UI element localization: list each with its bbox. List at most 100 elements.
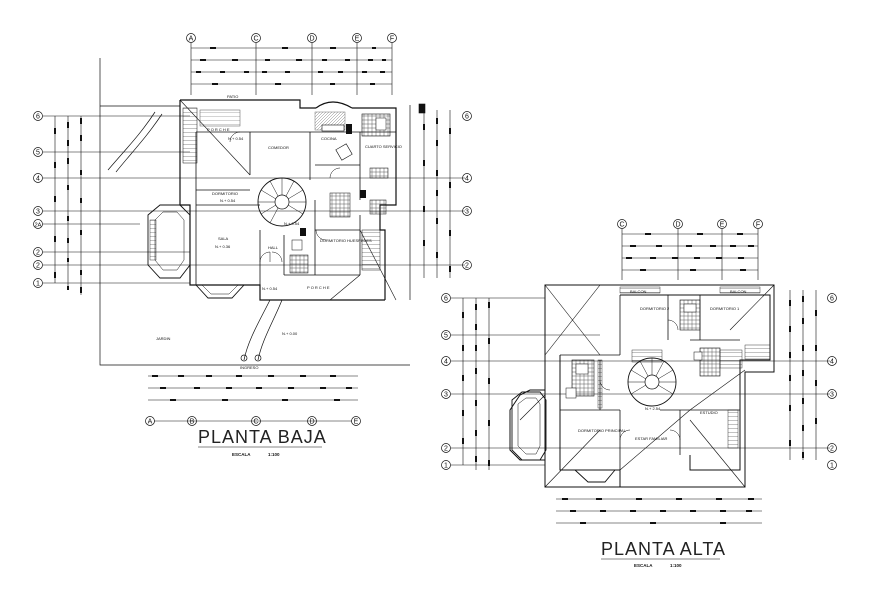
axis-bubble-upper-right-3: 3 bbox=[827, 389, 837, 399]
level-n6: N.+ 0.00 bbox=[282, 331, 298, 336]
label-dormitorio: DORMITORIO bbox=[212, 191, 238, 196]
svg-text:5: 5 bbox=[36, 150, 40, 157]
level-n1: N.+ 0.54 bbox=[228, 136, 244, 141]
axis-bubble-upper-left-2: 2 bbox=[441, 443, 451, 453]
ground-bottom-axis-bubbles: A B C D E bbox=[145, 416, 361, 426]
ground-top-axis-bubbles: A C D E F bbox=[186, 33, 397, 43]
ground-title-block: PLANTA BAJA ESCALA 1:100 bbox=[198, 427, 326, 457]
ground-spiral-stair bbox=[257, 177, 307, 227]
label-sala: SALA bbox=[218, 236, 229, 241]
axis-bubble-right-4: 4 bbox=[462, 173, 472, 183]
axis-bubble-bottom-a: A bbox=[145, 416, 155, 426]
label-balcon-left: BALCON bbox=[630, 289, 647, 294]
axis-bubble-upper-right-4: 4 bbox=[827, 356, 837, 366]
axis-bubble-left-2-lower: 2 bbox=[33, 260, 43, 270]
label-jardin: JARDIN bbox=[156, 336, 171, 341]
axis-bubble-upper-top-f: F bbox=[753, 219, 763, 229]
level-n3: N.+ 0.36 bbox=[215, 244, 231, 249]
svg-text:2: 2 bbox=[465, 263, 469, 270]
upper-level-n1: N.+ 2.54 bbox=[645, 406, 661, 411]
svg-text:3: 3 bbox=[444, 392, 448, 399]
axis-bubble-top-c: C bbox=[251, 33, 261, 43]
label-patio: PATIO bbox=[227, 94, 238, 99]
svg-text:E: E bbox=[720, 222, 725, 229]
axis-bubble-upper-top-e: E bbox=[717, 219, 727, 229]
ground-porch-hatching bbox=[182, 107, 381, 271]
axis-bubble-upper-right-1: 1 bbox=[827, 460, 837, 470]
ground-right-axis-bubbles: 6 4 3 2 bbox=[462, 111, 472, 270]
axis-bubble-right-6: 6 bbox=[462, 111, 472, 121]
upper-top-axis-bubbles: C D E F bbox=[617, 219, 763, 229]
upper-floor-title: PLANTA ALTA bbox=[601, 539, 726, 559]
ground-top-dimensions bbox=[190, 43, 393, 95]
svg-text:4: 4 bbox=[830, 359, 834, 366]
svg-text:6: 6 bbox=[830, 296, 834, 303]
svg-text:1: 1 bbox=[36, 281, 40, 288]
label-dormitorio-2: DORMITORIO 2 bbox=[640, 306, 670, 311]
axis-bubble-upper-top-d: D bbox=[673, 219, 683, 229]
svg-text:2A: 2A bbox=[35, 223, 42, 229]
svg-text:1: 1 bbox=[444, 463, 448, 470]
svg-text:F: F bbox=[390, 36, 394, 43]
upper-balcony-strips bbox=[619, 286, 771, 360]
axis-bubble-left-5: 5 bbox=[33, 147, 43, 157]
axis-bubble-left-2a: 2A bbox=[33, 219, 43, 229]
axis-bubble-right-2: 2 bbox=[462, 260, 472, 270]
label-porche-top: P O R C H E bbox=[207, 127, 230, 132]
axis-bubble-left-1: 1 bbox=[33, 278, 43, 288]
ground-scale-label: ESCALA bbox=[232, 452, 251, 457]
upper-spiral-stair bbox=[627, 349, 677, 407]
svg-text:6: 6 bbox=[36, 114, 40, 121]
axis-bubble-upper-left-4: 4 bbox=[441, 356, 451, 366]
svg-text:1: 1 bbox=[830, 463, 834, 470]
label-porche-bottom: P O R C H E bbox=[307, 285, 330, 290]
svg-text:2: 2 bbox=[444, 446, 448, 453]
upper-left-axis-bubbles: 6 5 4 3 2 1 bbox=[441, 293, 451, 470]
label-dormitorio-1: DORMITORIO 1 bbox=[710, 306, 740, 311]
label-balcon-right: BALCON bbox=[730, 289, 747, 294]
axis-bubble-upper-right-2: 2 bbox=[827, 443, 837, 453]
upper-doors bbox=[599, 319, 681, 441]
ground-entrance-path bbox=[240, 299, 283, 362]
level-n2: N.+ 0.54 bbox=[220, 198, 236, 203]
level-n4: N.+ 0.54 bbox=[284, 221, 300, 226]
upper-roof-outline bbox=[509, 284, 775, 488]
svg-text:D: D bbox=[309, 36, 314, 43]
ground-bottom-dimensions bbox=[148, 375, 358, 401]
svg-text:6: 6 bbox=[465, 114, 469, 121]
label-hall: HALL bbox=[268, 245, 279, 250]
svg-text:B: B bbox=[190, 419, 195, 426]
svg-text:A: A bbox=[148, 419, 153, 426]
svg-text:D: D bbox=[675, 222, 680, 229]
ground-bay-window-left bbox=[147, 204, 191, 279]
label-estudio: ESTUDIO bbox=[700, 410, 718, 415]
svg-text:2: 2 bbox=[36, 250, 40, 257]
axis-bubble-upper-left-6: 6 bbox=[441, 293, 451, 303]
ground-floor-plan: A C D E F 6 5 bbox=[33, 33, 472, 457]
label-ingreso: INGRESO bbox=[240, 365, 258, 370]
upper-bottom-dimensions bbox=[556, 498, 762, 524]
svg-text:C: C bbox=[619, 222, 624, 229]
axis-bubble-top-a: A bbox=[186, 33, 196, 43]
label-dormitorio-principal: DORMITORIO PRINCIPAL bbox=[578, 428, 627, 433]
svg-text:C: C bbox=[253, 419, 258, 426]
ground-right-dimensions bbox=[418, 103, 451, 278]
axis-bubble-left-2-upper: 2 bbox=[33, 247, 43, 257]
svg-text:5: 5 bbox=[444, 333, 448, 340]
upper-room-labels: BALCON BALCON DORMITORIO 2 DORMITORIO 1 … bbox=[578, 289, 747, 441]
svg-text:4: 4 bbox=[444, 359, 448, 366]
upper-right-axis-bubbles: 6 4 3 2 1 bbox=[827, 293, 837, 470]
ground-scale-value: 1:100 bbox=[268, 452, 280, 457]
axis-bubble-left-4: 4 bbox=[33, 173, 43, 183]
upper-scale-label: ESCALA bbox=[634, 563, 653, 568]
axis-bubble-left-6: 6 bbox=[33, 111, 43, 121]
upper-title-block: PLANTA ALTA ESCALA 1:100 bbox=[601, 539, 726, 568]
axis-bubble-upper-left-1: 1 bbox=[441, 460, 451, 470]
svg-text:D: D bbox=[309, 419, 314, 426]
upper-floor-plan: C D E F 6 5 4 3 2 bbox=[441, 219, 837, 568]
svg-text:3: 3 bbox=[465, 209, 469, 216]
axis-bubble-left-3: 3 bbox=[33, 206, 43, 216]
label-comedor: COMEDOR bbox=[268, 145, 289, 150]
svg-text:3: 3 bbox=[36, 209, 40, 216]
site-boundary bbox=[99, 58, 411, 366]
